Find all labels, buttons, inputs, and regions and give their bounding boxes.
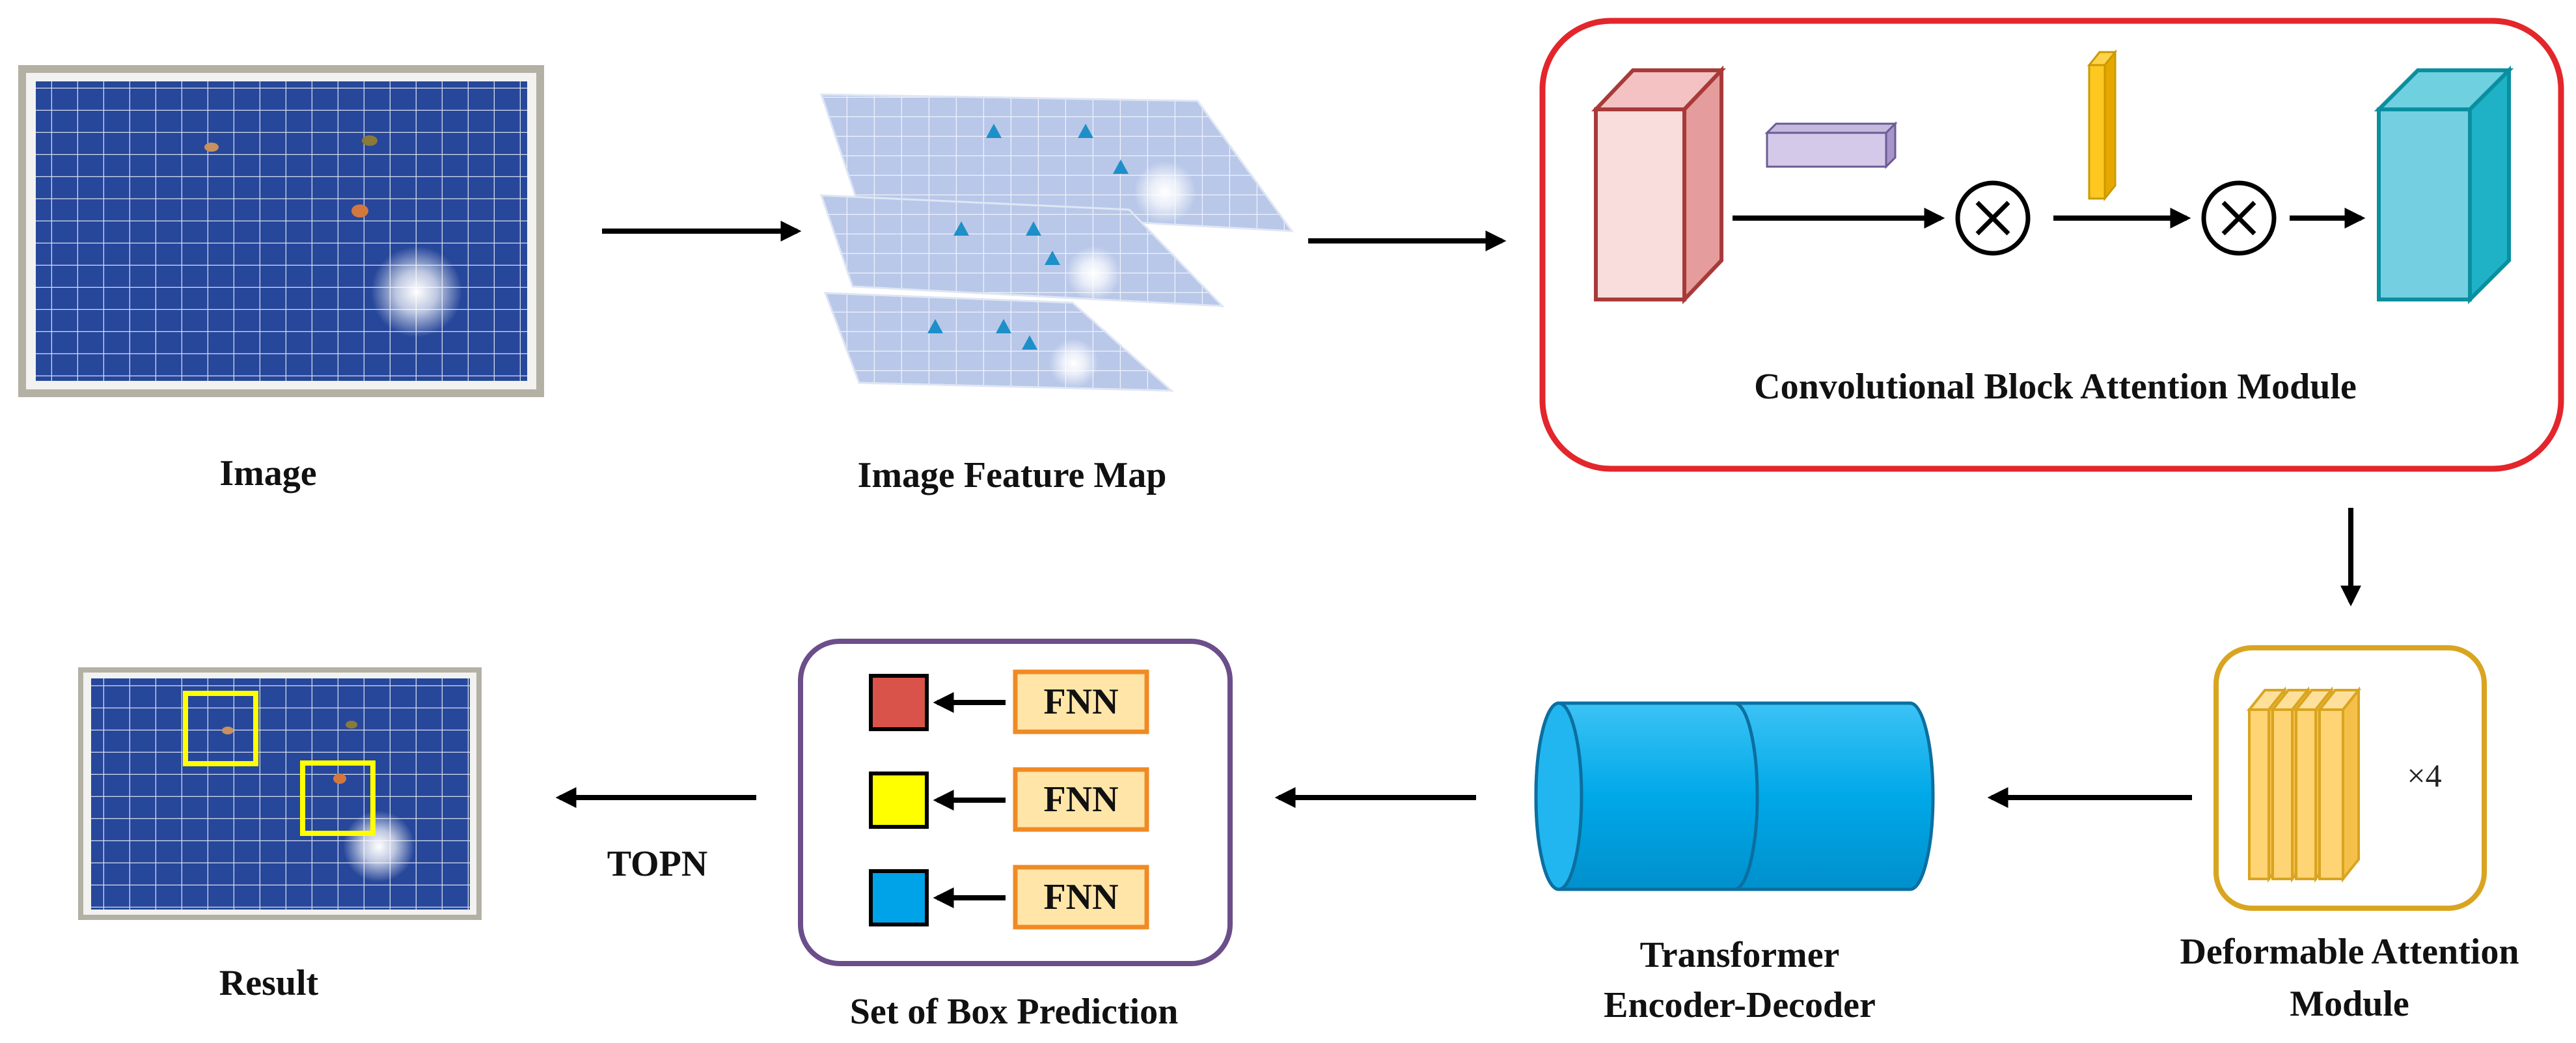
multiply-icon [1955, 180, 2031, 256]
fnn-box [1013, 865, 1149, 930]
prediction-box-swatch [869, 772, 929, 829]
feature-marker-icon [1026, 221, 1041, 236]
feature-marker-icon [953, 221, 969, 236]
prediction-box-swatch [869, 674, 929, 731]
image-label: Image [219, 453, 316, 494]
feature-marker-icon [1113, 160, 1129, 174]
input-feature-cube [1591, 65, 1726, 305]
deformable-label-line2: Module [2290, 984, 2409, 1024]
prediction-box-swatch [869, 869, 929, 926]
cbam-border [1539, 18, 2564, 472]
spatial-attention-bar [2087, 49, 2118, 202]
fnn-row: FNN [869, 865, 1149, 930]
input-solar-panel-image [18, 65, 544, 397]
stacked-layers-icon [2246, 686, 2362, 883]
deformable-label-line1: Deformable Attention [2180, 932, 2519, 972]
feature-map-stack [819, 93, 1295, 392]
fnn-label: FNN [1043, 682, 1118, 722]
result-label: Result [219, 963, 319, 1003]
feature-marker-icon [986, 124, 1002, 138]
feature-marker-icon [1078, 124, 1093, 138]
fnn-label: FNN [1043, 779, 1118, 820]
debris-spot [351, 204, 368, 217]
feature-marker-icon [996, 319, 1011, 333]
feature-map-layer [823, 292, 1175, 392]
topn-label: TOPN [607, 844, 708, 884]
transformer-cylinder [1534, 701, 1935, 891]
multiply-icon [2201, 180, 2277, 256]
fnn-row: FNN [869, 767, 1149, 832]
feature-marker-icon [927, 319, 943, 333]
fnn-label: FNN [1043, 877, 1118, 917]
transformer-label-line2: Encoder-Decoder [1604, 985, 1876, 1025]
feature-marker-icon [1022, 335, 1037, 350]
cbam-module: Convolutional Block Attention Module [1539, 18, 2564, 472]
deformable-attention-module: ×4 Deformable Attention Module [2180, 645, 2519, 1024]
cbam-label: Convolutional Block Attention Module [1754, 367, 2357, 407]
detection-box [183, 691, 258, 766]
box-prediction-panel: FNN FNN FNN [798, 639, 1233, 966]
deformable-border [2213, 645, 2487, 911]
feature-map-layer [819, 93, 1295, 232]
fnn-box [1013, 669, 1149, 734]
debris-spot [362, 135, 377, 146]
feature-map-layer [819, 194, 1225, 307]
result-solar-panel-image [78, 667, 482, 920]
box-prediction-border [798, 639, 1233, 966]
debris-spot [204, 143, 219, 152]
repeat-multiplier: ×4 [2407, 757, 2441, 794]
box-prediction-label: Set of Box Prediction [850, 992, 1178, 1032]
feature-map-label: Image Feature Map [858, 455, 1167, 495]
fnn-box [1013, 767, 1149, 832]
detection-box [300, 760, 376, 836]
output-feature-cube [2374, 65, 2514, 305]
fnn-row: FNN [869, 669, 1149, 734]
channel-attention-bar [1764, 121, 1898, 169]
transformer-label-line1: Transformer [1640, 935, 1840, 975]
feature-marker-icon [1045, 251, 1060, 265]
